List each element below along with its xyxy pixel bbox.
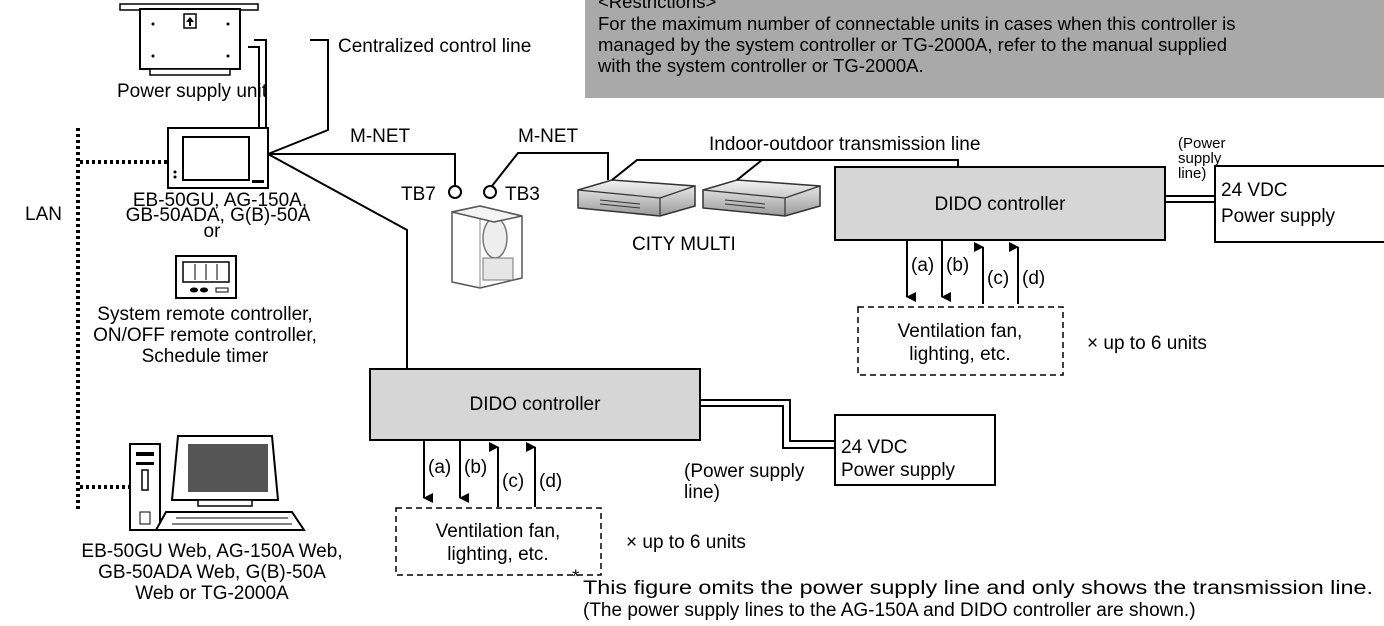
tb7-label: TB7 bbox=[401, 184, 436, 205]
dido-lower-units: × up to 6 units bbox=[626, 532, 746, 553]
mnet-left-label: M-NET bbox=[350, 126, 411, 147]
lan-label: LAN bbox=[25, 204, 62, 225]
pc-device bbox=[129, 435, 306, 531]
dido-lower-power-line-1: (Power supply bbox=[684, 461, 805, 482]
footnote-mark: * bbox=[572, 567, 580, 588]
web-pc-line-1: EB-50GU Web, AG-150A Web, bbox=[81, 541, 342, 562]
dido-upper-units: × up to 6 units bbox=[1087, 333, 1207, 354]
tb7-terminal bbox=[448, 185, 462, 199]
footnote-line-2: (The power supply lines to the AG-150A a… bbox=[583, 600, 1196, 621]
dido-upper-title: DIDO controller bbox=[935, 194, 1067, 215]
restrictions-line-3: with the system controller or TG-2000A. bbox=[597, 55, 924, 76]
dido-lower-devices-line-1: Ventilation fan, bbox=[436, 521, 561, 542]
dido-upper-power-line-3: line) bbox=[1178, 165, 1206, 182]
indoor-outdoor-branch bbox=[736, 159, 763, 181]
system-remote-line-3: Schedule timer bbox=[142, 346, 269, 367]
dido-upper-signal-b: (b) bbox=[946, 255, 969, 276]
restrictions-box: <Restrictions> For the maximum number of… bbox=[585, 0, 1384, 98]
mnet-right-label: M-NET bbox=[518, 126, 579, 147]
central-controller-line-1: EB-50GU, AG-150A, bbox=[133, 190, 307, 211]
indoor-outdoor-transmission-line bbox=[611, 159, 959, 181]
tb3-label: TB3 bbox=[505, 184, 540, 205]
dido-upper-signal-d: (d) bbox=[1022, 268, 1045, 289]
mnet-line-right bbox=[491, 152, 609, 187]
psu-power-line bbox=[248, 39, 267, 128]
dido-upper-power-supply-line-2: Power supply bbox=[1221, 206, 1336, 227]
footnote-line-1: This figure omits the power supply line … bbox=[583, 578, 1373, 599]
restrictions-heading: <Restrictions> bbox=[598, 0, 716, 12]
dido-controller-upper bbox=[834, 166, 1166, 241]
dido-lower-signal-d: (d) bbox=[539, 471, 562, 492]
power-supply-unit-label: Power supply unit bbox=[117, 81, 268, 102]
dido-lower-devices-line-2: lighting, etc. bbox=[447, 544, 548, 565]
dido-lower-signal-c: (c) bbox=[502, 471, 524, 492]
restrictions-line-1: For the maximum number of connectable un… bbox=[598, 13, 1236, 34]
central-controller-device bbox=[167, 127, 269, 189]
city-multi-label: CITY MULTI bbox=[632, 234, 736, 255]
dido-upper-power-supply-line-1: 24 VDC bbox=[1221, 180, 1288, 201]
system-remote-line-2: ON/OFF remote controller, bbox=[93, 325, 317, 346]
dido-upper-power-line-1: (Power bbox=[1178, 135, 1226, 152]
centralized-control-line-label: Centralized control line bbox=[338, 36, 531, 57]
power-supply-unit bbox=[119, 3, 259, 76]
web-pc-line-2: GB-50ADA Web, G(B)-50A bbox=[98, 562, 326, 583]
dido-lower-power-supply-line-1: 24 VDC bbox=[841, 437, 908, 458]
dido-lower-power-supply-line-2: Power supply bbox=[841, 460, 956, 481]
mnet-line-to-lower-dido bbox=[267, 153, 408, 369]
central-controller-line-3: or bbox=[204, 221, 222, 242]
central-controller-line-2: GB-50ADA, G(B)-50A bbox=[126, 205, 311, 226]
dido-upper-power-supply bbox=[1214, 165, 1384, 243]
dido-upper-signal-c: (c) bbox=[987, 268, 1009, 289]
indoor-unit-1 bbox=[577, 179, 696, 217]
dido-lower-power-line bbox=[700, 399, 835, 449]
dido-lower-power-supply bbox=[834, 414, 996, 486]
mnet-line-left bbox=[268, 153, 456, 186]
dido-controller-lower bbox=[369, 368, 701, 441]
dido-lower-title: DIDO controller bbox=[470, 394, 602, 415]
system-remote-controller-device bbox=[175, 255, 237, 299]
dido-lower-power-line-2: line) bbox=[684, 482, 720, 503]
system-remote-line-1: System remote controller, bbox=[97, 304, 312, 325]
dido-upper-power-line bbox=[1165, 195, 1215, 203]
outdoor-unit bbox=[451, 205, 523, 289]
dido-upper-devices-line-2: lighting, etc. bbox=[909, 344, 1010, 365]
dido-lower-devices-box bbox=[395, 507, 602, 576]
dido-upper-power-line-2: supply bbox=[1178, 150, 1222, 167]
dido-upper-signal-a: (a) bbox=[911, 255, 934, 276]
dido-upper-devices-box bbox=[857, 306, 1064, 376]
indoor-outdoor-line-label: Indoor-outdoor transmission line bbox=[709, 134, 980, 155]
dido-lower-signal-a: (a) bbox=[428, 457, 451, 478]
tb3-terminal bbox=[483, 185, 497, 199]
indoor-unit-2 bbox=[702, 179, 821, 217]
dido-upper-devices-line-1: Ventilation fan, bbox=[898, 321, 1023, 342]
centralized-control-line bbox=[267, 39, 329, 155]
restrictions-line-2: managed by the system controller or TG-2… bbox=[598, 34, 1227, 55]
dido-lower-signal-b: (b) bbox=[464, 457, 487, 478]
web-pc-line-3: Web or TG-2000A bbox=[135, 583, 289, 604]
